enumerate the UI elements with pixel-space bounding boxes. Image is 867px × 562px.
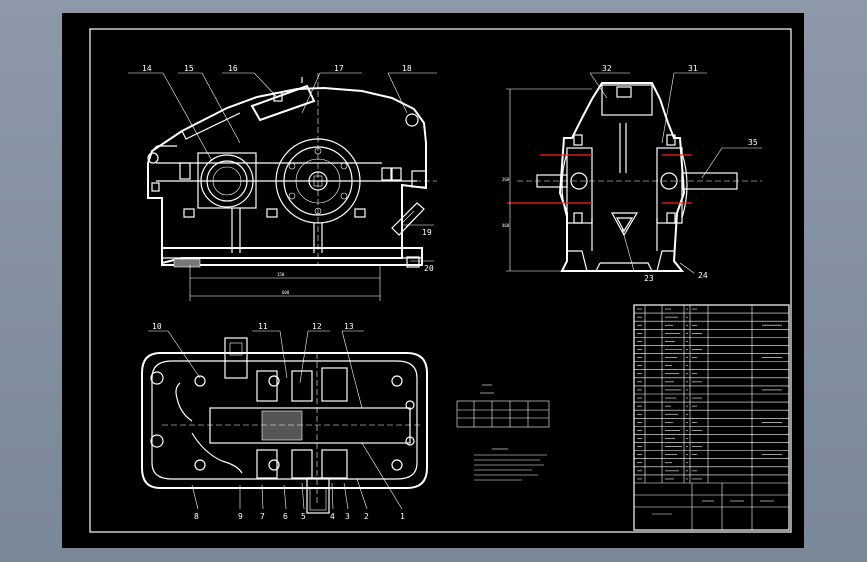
drawing-frame: [89, 28, 792, 533]
callout-2: 2: [364, 512, 369, 521]
svg-text:150: 150: [277, 272, 285, 277]
callout-13: 13: [344, 322, 354, 331]
svg-text:600: 600: [282, 290, 290, 295]
side-view: 260 460: [502, 82, 762, 272]
callout-3: 3: [345, 512, 350, 521]
gear-parameter-table: [456, 384, 550, 428]
callout-32: 32: [602, 64, 612, 73]
callout-35: 35: [748, 138, 758, 147]
callout-17: 17: [334, 64, 344, 73]
top-view-callouts: 10 11 12 13 8 9 7 6 5: [148, 322, 405, 521]
callout-23: 23: [644, 274, 654, 283]
top-view: [141, 337, 428, 514]
callout-24: 24: [698, 271, 708, 280]
callout-11: 11: [258, 322, 268, 331]
callout-1: 1: [400, 512, 405, 521]
callout-16: 16: [228, 64, 238, 73]
drawing-sheet: 150 600 14 15 16 17 18: [62, 13, 804, 548]
front-view: 150 600: [147, 73, 437, 301]
side-view-callouts: 32 31 35 23 24: [589, 64, 762, 283]
callout-12: 12: [312, 322, 322, 331]
callout-8: 8: [194, 512, 199, 521]
callout-9: 9: [238, 512, 243, 521]
callout-31: 31: [688, 64, 698, 73]
callout-7: 7: [260, 512, 265, 521]
technical-requirements: [474, 448, 547, 481]
callout-14: 14: [142, 64, 152, 73]
callout-5: 5: [301, 512, 306, 521]
svg-text:260: 260: [502, 177, 510, 182]
callout-19: 19: [422, 228, 432, 237]
svg-text:460: 460: [502, 223, 510, 228]
callout-20: 20: [424, 264, 434, 273]
callout-4: 4: [330, 512, 335, 521]
callout-6: 6: [283, 512, 288, 521]
parts-list-and-title-block: [633, 304, 790, 531]
callout-15: 15: [184, 64, 194, 73]
callout-10: 10: [152, 322, 162, 331]
front-view-callouts: 14 15 16 17 18 19 20: [128, 64, 437, 273]
callout-18: 18: [402, 64, 412, 73]
gearbox-assembly-drawing: 150 600 14 15 16 17 18: [89, 28, 792, 533]
